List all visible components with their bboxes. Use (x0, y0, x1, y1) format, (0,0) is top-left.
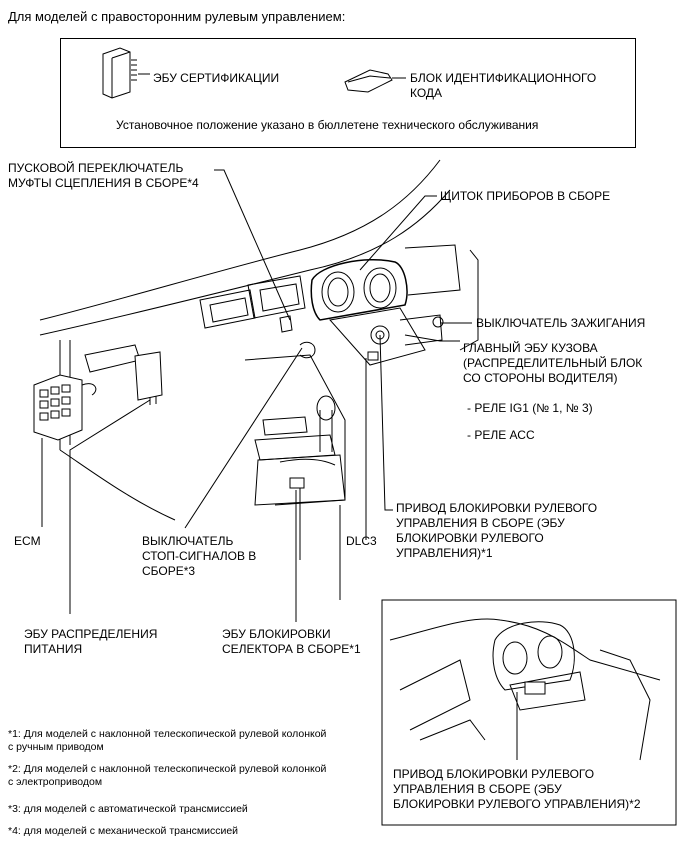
footnote-1: *1: Для моделей с наклонной телескопичес… (8, 728, 327, 753)
steering-lock-2-label: ПРИВОД БЛОКИРОВКИ РУЛЕВОГО УПРАВЛЕНИЯ В … (393, 767, 641, 811)
stop-switch-label: ВЫКЛЮЧАТЕЛЬ СТОП-СИГНАЛОВ В СБОРЕ*3 (142, 534, 257, 578)
dlc3-label: DLC3 (346, 534, 377, 548)
ecm-icon (33, 374, 97, 441)
steering-lock-label: ПРИВОД БЛОКИРОВКИ РУЛЕВОГО УПРАВЛЕНИЯ В … (396, 501, 598, 560)
footnote-4: *4: для моделей с механической трансмисс… (8, 825, 239, 837)
cert-ecu-icon (102, 47, 150, 99)
cert-ecu-label: ЭБУ СЕРТИФИКАЦИИ (153, 71, 280, 85)
relay-ig1-label: - РЕЛЕ IG1 (№ 1, № 3) (467, 401, 593, 415)
body-ecu-label: ГЛАВНЫЙ ЭБУ КУЗОВА (РАСПРЕДЕЛИТЕЛЬНЫЙ БЛ… (463, 341, 643, 385)
footnote-3: *3: для моделей с автоматической трансми… (8, 803, 248, 815)
legend-box (60, 38, 636, 148)
id-block-label: БЛОК ИДЕНТИФИКАЦИОННОГО КОДА (410, 71, 597, 100)
legend-note: Установочное положение указано в бюллете… (116, 118, 539, 132)
shift-lock-ecu-label: ЭБУ БЛОКИРОВКИ СЕЛЕКТОРА В СБОРЕ*1 (222, 627, 361, 656)
power-dist-ecu-label: ЭБУ РАСПРЕДЕЛЕНИЯ ПИТАНИЯ (24, 627, 158, 656)
clutch-switch-label: ПУСКОВОЙ ПЕРЕКЛЮЧАТЕЛЬ МУФТЫ СЦЕПЛЕНИЯ В… (8, 161, 199, 190)
ecm-label: ECM (14, 534, 41, 548)
instrument-panel-label: ЩИТОК ПРИБОРОВ В СБОРЕ (440, 189, 611, 203)
id-block-icon (344, 69, 406, 93)
footnote-2: *2: Для моделей с наклонной телескопичес… (8, 763, 327, 788)
ignition-switch-label: ВЫКЛЮЧАТЕЛЬ ЗАЖИГАНИЯ (476, 316, 646, 330)
page-title: Для моделей с правосторонним рулевым упр… (8, 9, 346, 24)
relay-acc-label: - РЕЛЕ АСС (467, 428, 535, 442)
